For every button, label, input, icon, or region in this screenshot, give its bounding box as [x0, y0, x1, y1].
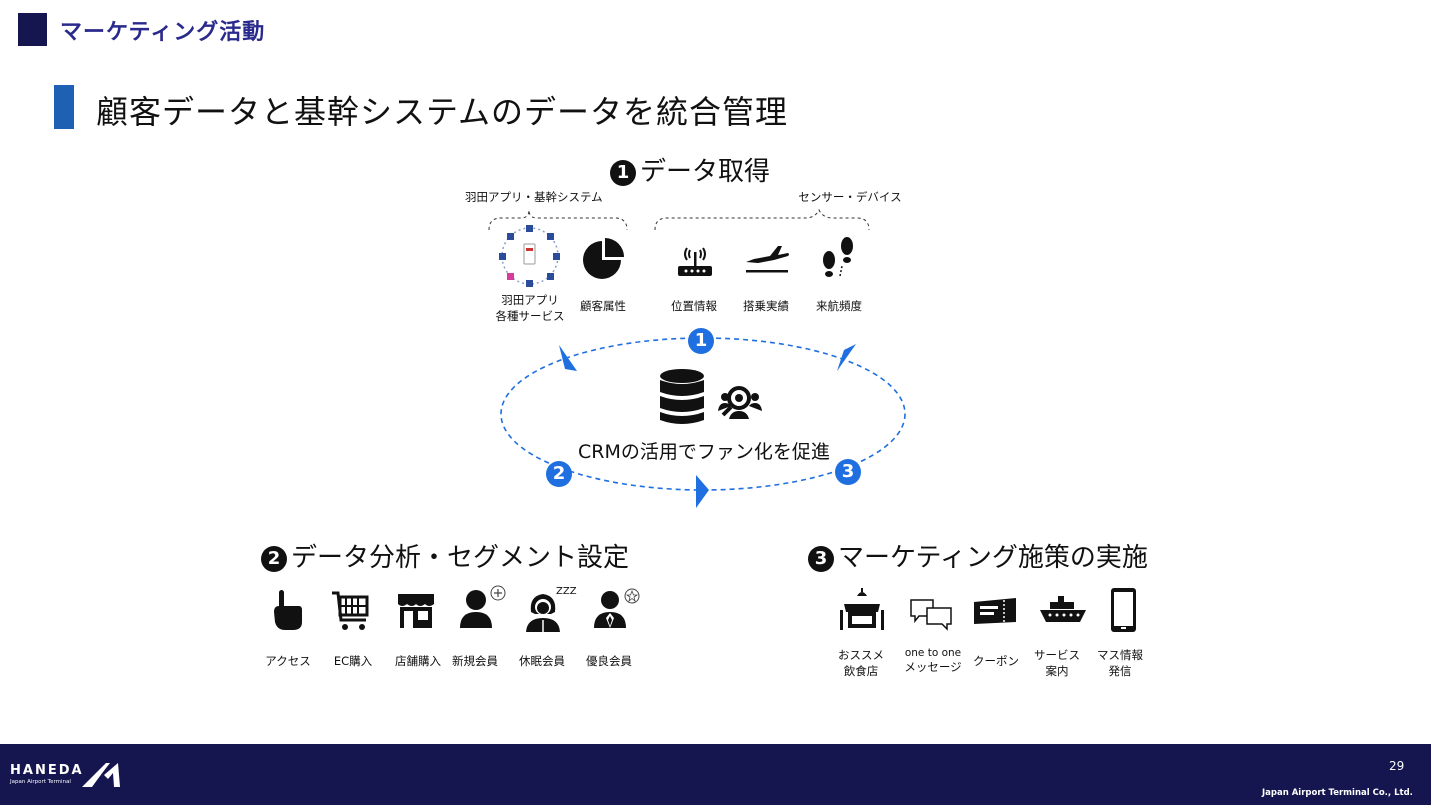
dormant-member-icon — [526, 594, 560, 632]
group-right-label: センサー・デバイス — [798, 190, 902, 204]
section3-number: 3 — [808, 546, 834, 572]
new-member-icon — [460, 585, 506, 628]
pointing-hand-icon — [274, 590, 302, 630]
footer-logo-text: HANEDA — [10, 763, 84, 778]
company-name: Japan Airport Terminal Co., Ltd. — [1262, 788, 1413, 798]
cycle-marker-3: 3 — [835, 459, 861, 485]
item-label-restaurant: おススメ飲食店 — [838, 648, 884, 678]
group-braces — [488, 208, 870, 231]
footer-bar — [0, 744, 1431, 805]
page-subtitle: 顧客データと基幹システムのデータを統合管理 — [96, 93, 789, 131]
section1-title: データ取得 — [640, 157, 771, 187]
item-label-dormant: 休眠会員 — [519, 654, 565, 668]
router-icon — [678, 247, 712, 276]
header-square — [18, 13, 47, 46]
item-label-location: 位置情報 — [671, 299, 717, 313]
cycle-marker-2: 2 — [546, 461, 572, 487]
item-label-store: 店舗購入 — [395, 654, 441, 668]
item-label-frequency: 来航頻度 — [816, 299, 862, 313]
item-label-coupon: クーポン — [973, 654, 1019, 668]
section2-title: データ分析・セグメント設定 — [291, 543, 630, 573]
cycle-marker-1: 1 — [688, 328, 714, 354]
footer-logo-subtext: Japan Airport Terminal — [10, 779, 71, 785]
restaurant-icon — [840, 588, 884, 630]
section2-number: 2 — [261, 546, 287, 572]
item-label-service: サービス案内 — [1034, 648, 1080, 678]
item-label-app: 羽田アプリ各種サービス — [495, 293, 565, 323]
item-label-access: アクセス — [265, 654, 311, 668]
customer-search-icon — [718, 386, 762, 419]
haneda-logo-mark — [82, 763, 120, 787]
app-services-icon — [499, 225, 560, 287]
premium-member-icon — [594, 588, 640, 628]
section3-title: マーケティング施策の実施 — [838, 543, 1148, 573]
coupon-icon — [974, 598, 1016, 624]
zzz-badge: ZZZ — [556, 586, 577, 597]
group-left-label: 羽田アプリ・基幹システム — [465, 190, 603, 204]
header-title: マーケティング活動 — [60, 20, 266, 45]
pie-chart-icon — [583, 238, 624, 279]
section1-number: 1 — [610, 160, 636, 186]
chat-bubbles-icon — [910, 599, 952, 631]
storefront-icon — [398, 594, 434, 628]
subtitle-bar — [54, 85, 74, 129]
airplane-icon — [746, 246, 789, 273]
item-label-boarding: 搭乗実績 — [743, 299, 789, 313]
page-number: 29 — [1389, 759, 1405, 773]
footprints-icon — [823, 237, 853, 277]
item-label-ec: EC購入 — [333, 654, 373, 668]
database-icon — [660, 369, 704, 424]
crm-center-text: CRMの活用でファン化を促進 — [578, 441, 830, 463]
ship-icon — [1040, 596, 1086, 622]
item-label-mass-info: マス情報発信 — [1097, 648, 1143, 678]
smartphone-icon — [1111, 588, 1136, 632]
item-label-new-member: 新規会員 — [452, 654, 498, 668]
shopping-cart-icon — [332, 591, 369, 630]
item-label-customer-attr: 顧客属性 — [580, 299, 626, 313]
item-label-premium: 優良会員 — [586, 654, 632, 668]
